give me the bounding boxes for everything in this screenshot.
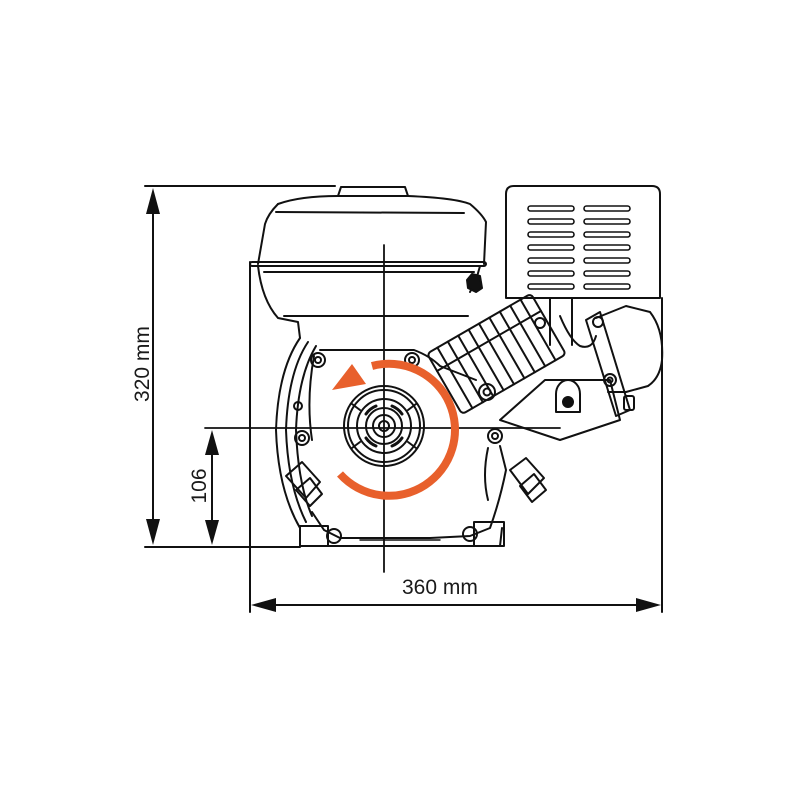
cylinder-fins (427, 294, 621, 441)
arrow-down-icon (146, 519, 160, 545)
width-dimension-label: 360 mm (402, 576, 478, 599)
vent-slots (527, 205, 631, 290)
arrow-right-icon (636, 598, 661, 612)
dimension-shaft-height-106 (204, 427, 561, 545)
air-filter (249, 186, 487, 339)
arrow-down-icon (205, 520, 219, 545)
shaft-height-dimension-label: 106 (188, 468, 211, 504)
arrow-up-icon (146, 188, 160, 214)
arrow-left-icon (251, 598, 276, 612)
crankshaft-pto (343, 385, 425, 467)
mounting-base (299, 521, 505, 547)
arrow-up-icon (205, 430, 219, 455)
carburetor (585, 305, 664, 417)
dimension-height-320 (144, 185, 336, 548)
rotation-direction-arrow (332, 359, 459, 500)
arrowhead-icon (332, 364, 366, 390)
muffler-shield (505, 185, 661, 346)
crankcase-housing (275, 337, 547, 539)
dimension-width-360 (249, 261, 663, 613)
height-dimension-label: 320 mm (131, 326, 154, 402)
